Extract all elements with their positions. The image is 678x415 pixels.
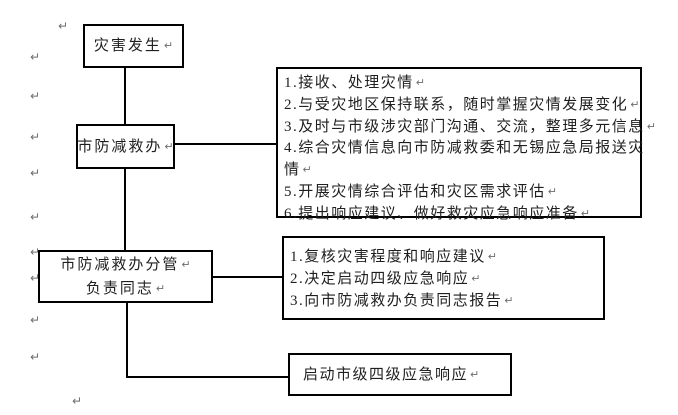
office-task-line: 5.开展灾情综合评估和灾区需求评估 [284, 184, 546, 200]
paragraph-mark: ↵ [72, 394, 83, 408]
paragraph-mark: ↵ [504, 294, 514, 307]
paragraph-mark: ↵ [30, 313, 41, 327]
connector-office-to-leader [124, 169, 126, 250]
paragraph-mark: ↵ [487, 250, 497, 263]
paragraph-mark: ↵ [470, 367, 480, 381]
office-tasks-box: 1.接收、处理灾情↵ 2.与受灾地区保持联系，随时掌握灾情发展变化↵ 3.及时与… [276, 67, 656, 222]
office-box-label: 市防减救办 [77, 138, 163, 155]
leader-task-line: 2.决定启动四级应急响应 [290, 271, 470, 287]
paragraph-mark: ↵ [164, 139, 174, 153]
paragraph-mark: ↵ [580, 207, 590, 220]
paragraph-mark: ↵ [646, 120, 656, 133]
paragraph-mark: ↵ [471, 272, 481, 285]
start-box-label: 灾害发生 [93, 38, 162, 54]
paragraph-mark: ↵ [30, 245, 41, 259]
paragraph-mark: ↵ [30, 130, 41, 144]
paragraph-mark: ↵ [163, 39, 174, 52]
connector-leader-to-tasks [213, 276, 282, 278]
office-task-line: 3.及时与市级涉灾部门沟通、交流，整理多元信息 [284, 119, 645, 135]
paragraph-mark: ↵ [547, 185, 557, 198]
connector-office-to-tasks [175, 143, 276, 145]
paragraph-mark: ↵ [155, 281, 166, 295]
office-task-line-wrap: 情 [284, 162, 301, 178]
leader-task-line: 3.向市防减救办负责同志报告 [290, 293, 503, 309]
activation-box-label: 启动市级四级应急响应 [303, 366, 469, 383]
paragraph-mark: ↵ [415, 76, 425, 89]
office-task-line: 2.与受灾地区保持联系，随时掌握灾情发展变化 [284, 97, 629, 113]
leader-tasks-box: 1.复核灾害程度和响应建议↵ 2.决定启动四级应急响应↵ 3.向市防减救办负责同… [282, 236, 605, 320]
paragraph-mark: ↵ [30, 210, 41, 224]
office-task-line: 4.综合灾情信息向市防减救委和无锡应急局报送灾 [284, 140, 645, 156]
paragraph-mark: ↵ [30, 350, 41, 364]
leader-box: 市防减救办分管↵ 负责同志↵ [38, 250, 213, 303]
paragraph-mark: ↵ [181, 257, 191, 271]
connector-leader-down [126, 303, 128, 378]
activation-box: 启动市级四级应急响应↵ [288, 353, 512, 396]
paragraph-mark: ↵ [30, 89, 41, 103]
leader-task-line: 1.复核灾害程度和响应建议 [290, 249, 486, 265]
paragraph-mark: ↵ [630, 98, 640, 111]
paragraph-mark: ↵ [58, 19, 69, 33]
leader-box-label-line2: 负责同志 [85, 280, 154, 297]
connector-to-activation [126, 376, 288, 378]
paragraph-mark: ↵ [302, 163, 312, 176]
paragraph-mark: ↵ [30, 166, 41, 180]
connector-start-to-office [124, 68, 126, 124]
paragraph-mark: ↵ [30, 271, 41, 285]
office-box: 市防减救办↵ [76, 124, 175, 169]
paragraph-mark: ↵ [30, 50, 41, 64]
leader-box-label-line1: 市防减救办分管 [60, 256, 180, 273]
office-task-line: 6.提出响应建议、做好救灾应急响应准备 [284, 206, 579, 222]
office-task-line: 1.接收、处理灾情 [284, 75, 414, 91]
start-box: 灾害发生↵ [83, 24, 184, 68]
